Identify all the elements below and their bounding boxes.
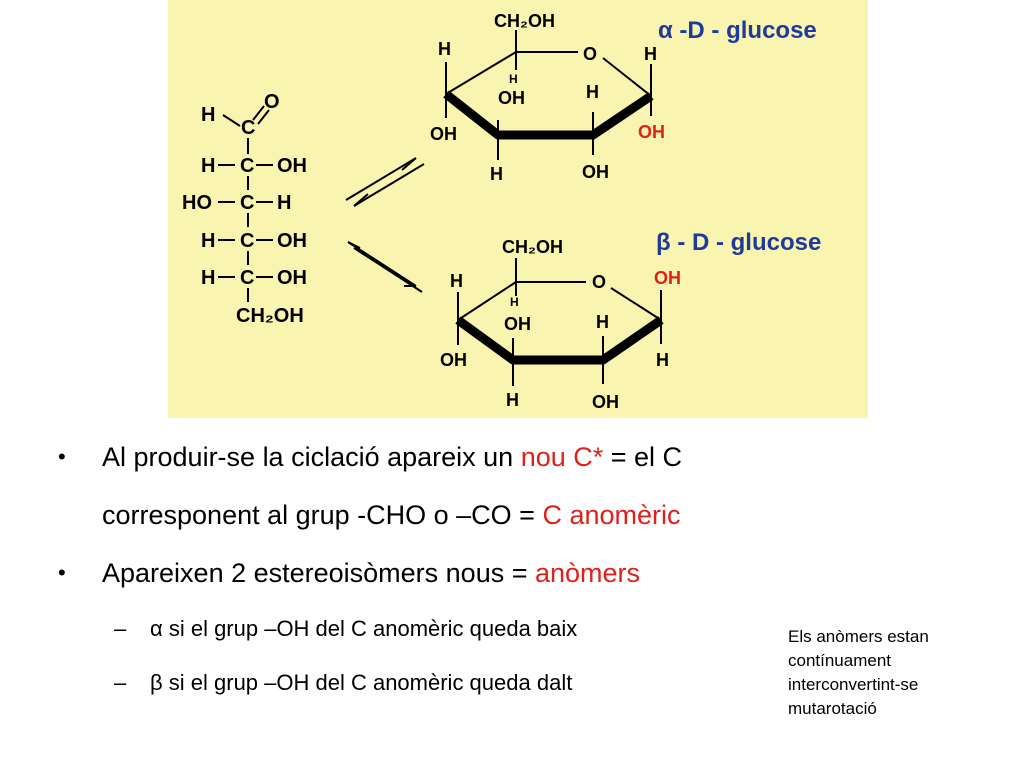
subbullet-beta: – β si el grup –OH del C anomèric queda … bbox=[58, 656, 818, 710]
subbullet-alpha: – α si el grup –OH del C anomèric queda … bbox=[58, 602, 818, 656]
bullet-anomeric-carbon: • Al produir-se la ciclació apareix un n… bbox=[58, 428, 818, 544]
bullet1-line2-text: corresponent al grup -CHO o –CO = bbox=[102, 500, 543, 530]
bullet1-highlight-new-c: nou C* bbox=[520, 442, 604, 472]
bullet2-highlight-anomers: anòmers bbox=[535, 558, 641, 588]
bullet-anomers: • Apareixen 2 estereoisòmers nous = anòm… bbox=[58, 544, 818, 602]
alpha-ch2oh: CH₂OH bbox=[494, 11, 555, 31]
equilibrium-arrow-bottom bbox=[347, 241, 423, 293]
bullet1-text-part2: = el C bbox=[603, 442, 683, 472]
fischer-row3-left: H bbox=[201, 230, 215, 252]
fischer-row2-left: HO bbox=[182, 192, 212, 214]
beta-c4-h: H bbox=[450, 271, 463, 291]
fischer-double-bond bbox=[257, 109, 270, 125]
beta-c1-oh-anomeric: OH bbox=[654, 268, 681, 288]
alpha-c1-h: H bbox=[644, 44, 657, 64]
fischer-row4-c: C bbox=[240, 267, 254, 289]
beta-glucose-title: β - D - glucose bbox=[656, 229, 821, 256]
bullet1-highlight-anomeric: C anomèric bbox=[542, 500, 681, 530]
fischer-row3-c: C bbox=[240, 230, 254, 252]
note-line3: interconvertint-se bbox=[788, 675, 919, 694]
equilibrium-arrow-top bbox=[345, 157, 425, 207]
alpha-c2-h: H bbox=[586, 82, 599, 102]
fischer-row4-left: H bbox=[201, 267, 215, 289]
note-line1: Els anòmers estan bbox=[788, 627, 929, 646]
fischer-row4-right: OH bbox=[277, 267, 307, 289]
alpha-c3-h: H bbox=[490, 164, 503, 184]
beta-ring-oxygen: O bbox=[592, 272, 606, 292]
fischer-double-bond bbox=[252, 105, 265, 121]
beta-symbol: β bbox=[656, 229, 671, 256]
subbullet-alpha-text: α si el grup –OH del C anomèric queda ba… bbox=[150, 616, 578, 641]
alpha-c4-h: H bbox=[438, 39, 451, 59]
note-line4: mutarotació bbox=[788, 699, 877, 718]
mutarotation-note: Els anòmers estan contínuament interconv… bbox=[788, 625, 1018, 721]
note-line2: contínuament bbox=[788, 651, 892, 670]
alpha-glucose-title: α -D - glucose bbox=[658, 17, 817, 44]
beta-c2-h: H bbox=[596, 312, 609, 332]
alpha-glucose-structure: α -D - glucose CH₂OH O H H OH OH H bbox=[430, 11, 817, 184]
fischer-row1-c: C bbox=[240, 155, 254, 177]
beta-c4-oh: OH bbox=[440, 350, 467, 370]
figure-background bbox=[168, 0, 868, 418]
bullet-marker: • bbox=[58, 444, 66, 469]
bullet2-text: Apareixen 2 estereoisòmers nous = bbox=[102, 558, 535, 588]
fischer-top-o: O bbox=[264, 91, 280, 113]
figure-canvas: H C O H C OH HO C H H C OH H bbox=[168, 0, 868, 418]
alpha-c1-oh-anomeric: OH bbox=[638, 122, 665, 142]
subbullet-beta-text: β si el grup –OH del C anomèric queda da… bbox=[150, 670, 573, 695]
beta-title-text: - D - glucose bbox=[671, 229, 822, 256]
fischer-bottom-ch2oh: CH₂OH bbox=[236, 305, 304, 327]
alpha-title-text: -D - glucose bbox=[673, 17, 817, 44]
alpha-c3-oh-upper: OH bbox=[498, 88, 525, 108]
beta-c5-h: H bbox=[510, 295, 519, 309]
beta-ring-back-edge bbox=[457, 281, 517, 321]
alpha-c2-oh: OH bbox=[582, 162, 609, 182]
alpha-symbol: α bbox=[658, 17, 673, 44]
glucose-cyclization-figure: H C O H C OH HO C H H C OH H bbox=[168, 0, 868, 418]
fischer-row1-left: H bbox=[201, 155, 215, 177]
alpha-ring-oxygen: O bbox=[583, 44, 597, 64]
alpha-ring-back-edge bbox=[602, 57, 652, 97]
beta-c3-h: H bbox=[506, 390, 519, 410]
alpha-ring-front-edge bbox=[443, 90, 654, 140]
fischer-projection: H C O H C OH HO C H H C OH H bbox=[182, 91, 307, 327]
bullet1-text-part1: Al produir-se la ciclació apareix un bbox=[102, 442, 521, 472]
alpha-c4-oh: OH bbox=[430, 124, 457, 144]
bullet-marker: • bbox=[58, 560, 66, 585]
alpha-c5-h: H bbox=[509, 72, 518, 86]
bullet-list: • Al produir-se la ciclació apareix un n… bbox=[58, 428, 818, 710]
fischer-row3-right: OH bbox=[277, 230, 307, 252]
subbullet-dash: – bbox=[114, 670, 127, 695]
beta-c2-oh: OH bbox=[592, 392, 619, 412]
fischer-row1-right: OH bbox=[277, 155, 307, 177]
subbullet-dash: – bbox=[114, 616, 127, 641]
beta-c3-oh-upper: OH bbox=[504, 314, 531, 334]
fischer-row2-right: H bbox=[277, 192, 291, 214]
beta-ring-front-edge bbox=[455, 316, 664, 365]
alpha-ring-back-edge bbox=[445, 51, 517, 95]
beta-ring-back-edge bbox=[610, 287, 662, 321]
fischer-row2-c: C bbox=[240, 192, 254, 214]
fischer-top-c: C bbox=[241, 117, 255, 139]
beta-ch2oh: CH₂OH bbox=[502, 237, 563, 257]
beta-c1-h: H bbox=[656, 350, 669, 370]
fischer-bond bbox=[222, 114, 241, 127]
fischer-top-h: H bbox=[201, 104, 215, 126]
beta-glucose-structure: β - D - glucose CH₂OH O H H OH OH H bbox=[440, 229, 821, 412]
